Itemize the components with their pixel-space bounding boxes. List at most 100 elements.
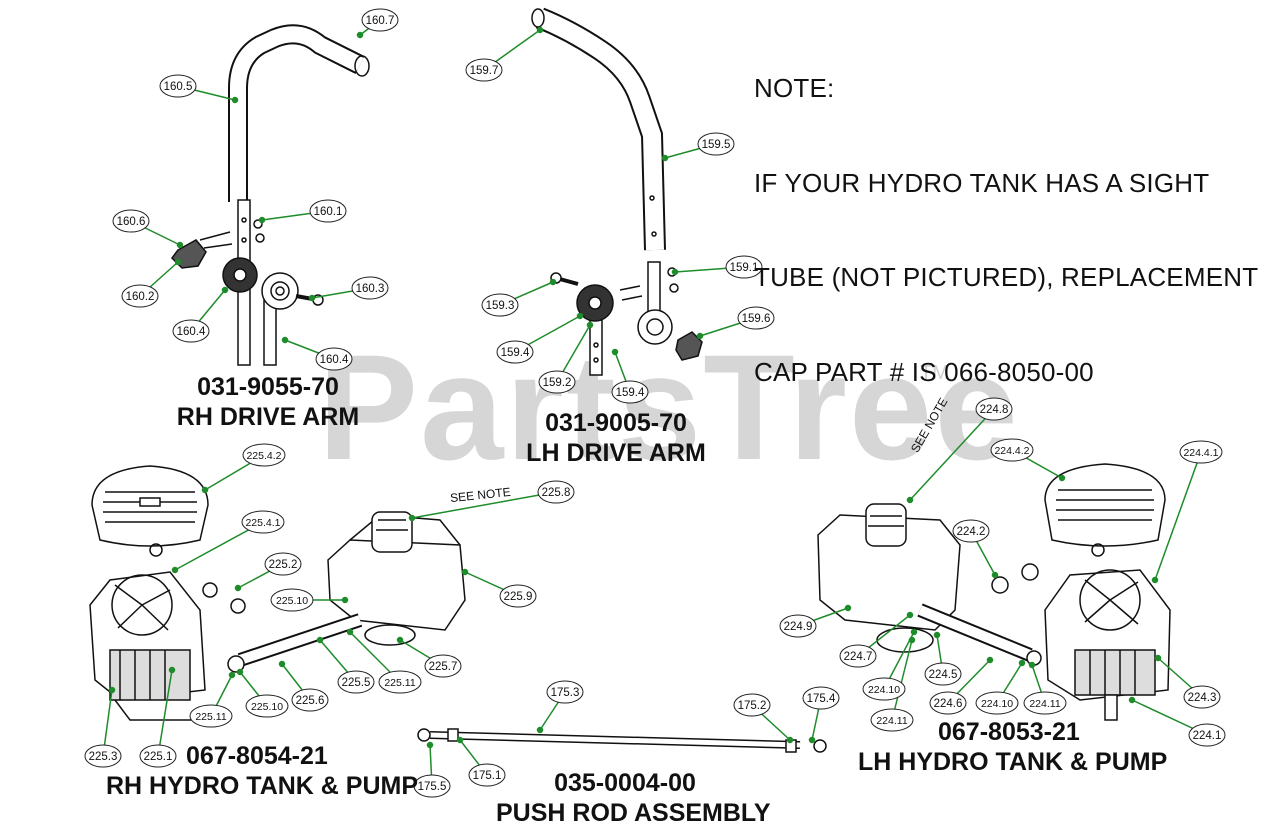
watermark: PartsTree bbox=[318, 323, 1020, 491]
callout-bubble: 159.1 bbox=[725, 255, 763, 279]
callout-label: 159.5 bbox=[702, 139, 731, 151]
callout-label: 159.6 bbox=[742, 313, 771, 325]
lh-drive-arm-name: LH DRIVE ARM bbox=[526, 439, 706, 467]
callout-label: 224.11 bbox=[876, 715, 907, 727]
leader-arrowhead bbox=[278, 660, 286, 668]
callout-bubble: 159.7 bbox=[465, 58, 503, 82]
callout-bubble: 175.1 bbox=[468, 763, 506, 787]
callout-label: 224.6 bbox=[934, 698, 963, 710]
leader-arrowhead bbox=[456, 736, 464, 744]
callout-bubble: 159.6 bbox=[737, 306, 775, 330]
callout-bubble: 224.3 bbox=[1183, 685, 1221, 709]
callout-label: 225.11 bbox=[384, 677, 415, 689]
callout-bubble: 224.2 bbox=[952, 519, 990, 543]
note-line: IF YOUR HYDRO TANK HAS A SIGHT bbox=[754, 167, 1210, 198]
leader-arrowhead bbox=[844, 604, 852, 612]
callout-bubble: 225.3 bbox=[84, 744, 122, 768]
callout-bubble: 159.4 bbox=[496, 340, 534, 364]
leader-arrowhead bbox=[611, 348, 619, 356]
callout-bubble: 225.5 bbox=[337, 670, 375, 694]
leader-arrowhead bbox=[396, 636, 404, 644]
callout-bubble: 225.9 bbox=[499, 584, 537, 608]
push-rod bbox=[417, 728, 827, 753]
callout-bubble: 224.11 bbox=[870, 708, 914, 732]
lh-hydro-pump bbox=[991, 563, 1171, 721]
lh-hydro-fan-cover bbox=[1044, 463, 1166, 557]
leader-arrowhead bbox=[408, 514, 416, 522]
watermark-trademark: TM bbox=[920, 362, 949, 384]
lh-drive-arm-part-number: 031-9005-70 bbox=[545, 409, 687, 437]
rh-hydro-name: RH HYDRO TANK & PUMP bbox=[106, 772, 419, 800]
callout-label: 225.2 bbox=[269, 559, 298, 571]
rh-drive-arm-handle bbox=[228, 24, 370, 366]
callout-label: 224.7 bbox=[844, 651, 873, 663]
leader-arrowhead bbox=[461, 568, 469, 576]
leader-arrowhead bbox=[696, 332, 704, 340]
callout-bubble: 224.4.1 bbox=[1179, 440, 1223, 464]
callout-label: 175.1 bbox=[473, 770, 502, 782]
leader-arrowhead bbox=[786, 736, 794, 744]
leader-arrowhead bbox=[910, 628, 918, 636]
leader-arrowhead bbox=[201, 486, 209, 494]
callout-bubble: 225.10 bbox=[245, 694, 289, 718]
rh-drive-arm-part-number: 031-9055-70 bbox=[197, 373, 339, 401]
callout-bubble: 225.11 bbox=[189, 704, 233, 728]
callout-bubble: 159.5 bbox=[697, 132, 735, 156]
callout-label: 224.4.1 bbox=[1183, 447, 1218, 459]
note-line: TUBE (NOT PICTURED), REPLACEMENT bbox=[754, 262, 1259, 292]
leader-arrowhead bbox=[671, 268, 679, 276]
callout-bubble: 225.6 bbox=[291, 688, 329, 712]
callout-label: 159.1 bbox=[730, 262, 759, 274]
callout-bubble: 160.1 bbox=[309, 199, 347, 223]
callout-bubble: 224.11 bbox=[1023, 691, 1067, 715]
leader-arrowhead bbox=[228, 671, 236, 679]
callout-bubble: 160.4 bbox=[315, 347, 353, 371]
leader-arrowhead bbox=[933, 631, 941, 639]
leader-arrowhead bbox=[168, 666, 176, 674]
callout-label: 224.2 bbox=[957, 526, 986, 538]
rh-hydro-fan-cover bbox=[91, 465, 209, 557]
callout-bubble: 224.4.2 bbox=[990, 438, 1034, 462]
leader-arrowhead bbox=[908, 636, 916, 644]
callout-bubble: 224.6 bbox=[929, 691, 967, 715]
leader-arrowhead bbox=[281, 336, 289, 344]
rh-drive-arm-title: 031-9055-70 RH DRIVE ARM bbox=[168, 372, 368, 432]
callout-label: 224.1 bbox=[1193, 730, 1222, 742]
callout-label: 224.3 bbox=[1188, 692, 1217, 704]
callout-label: 224.9 bbox=[784, 621, 813, 633]
callout-bubble: 175.3 bbox=[546, 680, 584, 704]
lh-drive-arm-handle bbox=[531, 7, 666, 376]
callout-label: 175.5 bbox=[418, 781, 447, 793]
push-rod-title: 035-0004-00 PUSH ROD ASSEMBLY bbox=[496, 768, 771, 828]
callout-label: 225.8 bbox=[542, 487, 571, 499]
rh-hydro-part-number: 067-8054-21 bbox=[186, 742, 328, 770]
callout-bubble: 224.7 bbox=[839, 644, 877, 668]
callout-label: 160.2 bbox=[126, 291, 155, 303]
callout-label: 175.3 bbox=[551, 687, 580, 699]
callout-bubble: 224.9 bbox=[779, 614, 817, 638]
lh-drive-arm-parts bbox=[550, 267, 703, 361]
callout-label: 160.4 bbox=[320, 354, 349, 366]
callout-label: 159.7 bbox=[470, 65, 499, 77]
callout-bubble: 225.2 bbox=[264, 552, 302, 576]
leader-arrowhead bbox=[341, 596, 349, 604]
callout-bubble: 160.7 bbox=[361, 8, 399, 32]
leader-arrowhead bbox=[171, 566, 179, 574]
leader-line bbox=[411, 491, 557, 519]
callout-bubble: 159.2 bbox=[538, 370, 576, 394]
callout-label: 175.4 bbox=[807, 693, 836, 705]
callout-bubble: 160.6 bbox=[112, 209, 150, 233]
leader-line bbox=[909, 408, 995, 501]
leader-line bbox=[891, 639, 913, 721]
callout-bubble: 225.1 bbox=[139, 744, 177, 768]
callout-bubble: 224.10 bbox=[975, 691, 1019, 715]
leader-arrowhead bbox=[536, 726, 544, 734]
leader-arrowhead bbox=[1018, 659, 1026, 667]
leader-arrowhead bbox=[906, 496, 914, 504]
callout-bubble: 160.5 bbox=[159, 74, 197, 98]
callout-bubble: 225.4.1 bbox=[241, 510, 285, 534]
leader-arrowhead bbox=[258, 216, 266, 224]
callout-label: 224.11 bbox=[1029, 698, 1060, 710]
leader-arrowhead bbox=[991, 571, 999, 579]
